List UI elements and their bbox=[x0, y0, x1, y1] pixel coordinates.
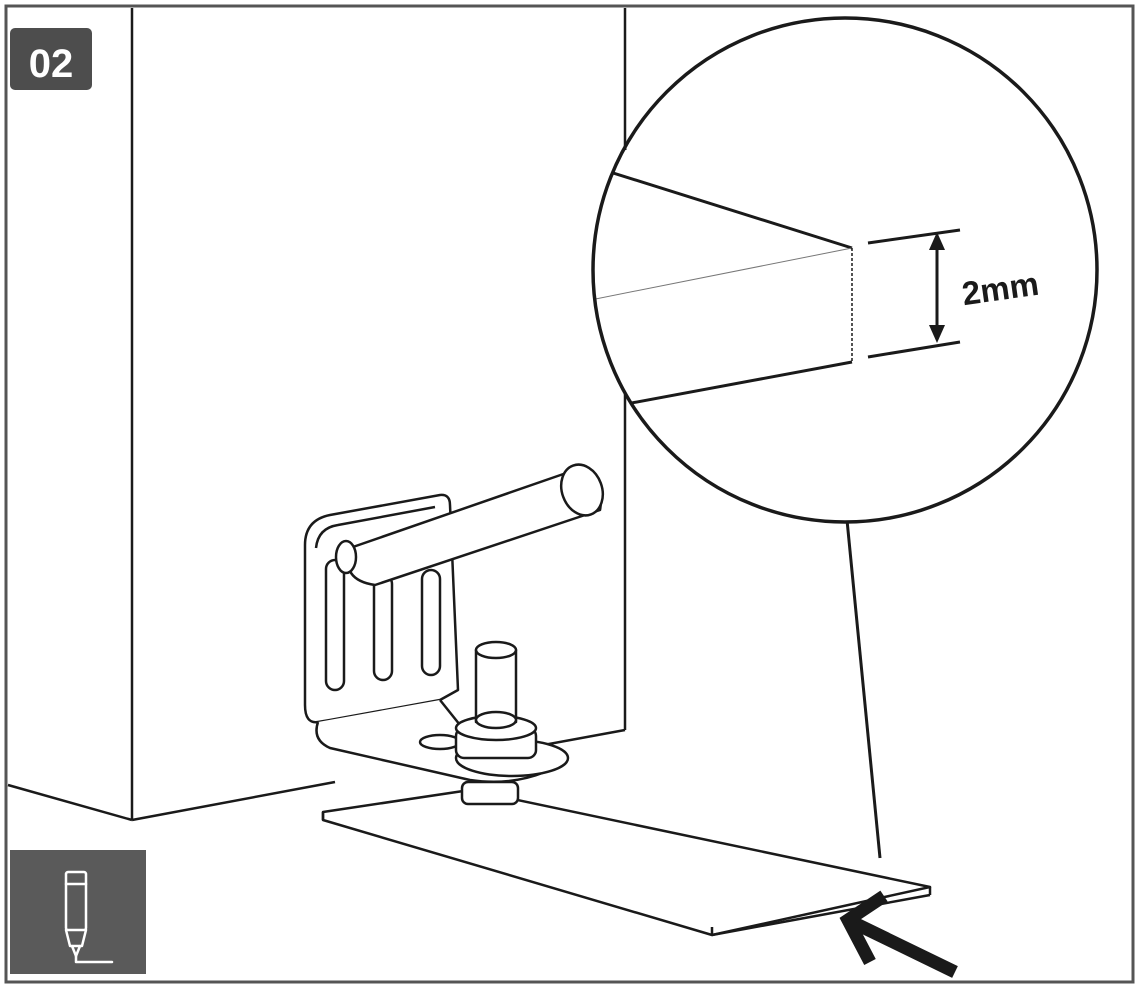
step-badge: 02 bbox=[10, 28, 92, 90]
adjustment-bolt bbox=[454, 640, 570, 806]
dimension-marker bbox=[867, 228, 961, 359]
zoom-detail: 2mm bbox=[591, 16, 1099, 524]
zoom-leader-line bbox=[845, 519, 882, 859]
direction-arrow-icon bbox=[839, 890, 958, 978]
leveling-plate bbox=[321, 788, 932, 937]
hinge-pin bbox=[334, 463, 605, 587]
tool-badge bbox=[10, 850, 146, 974]
outer-border bbox=[4, 4, 1135, 984]
marker-pen-icon bbox=[64, 870, 114, 964]
step-number: 02 bbox=[29, 42, 74, 86]
